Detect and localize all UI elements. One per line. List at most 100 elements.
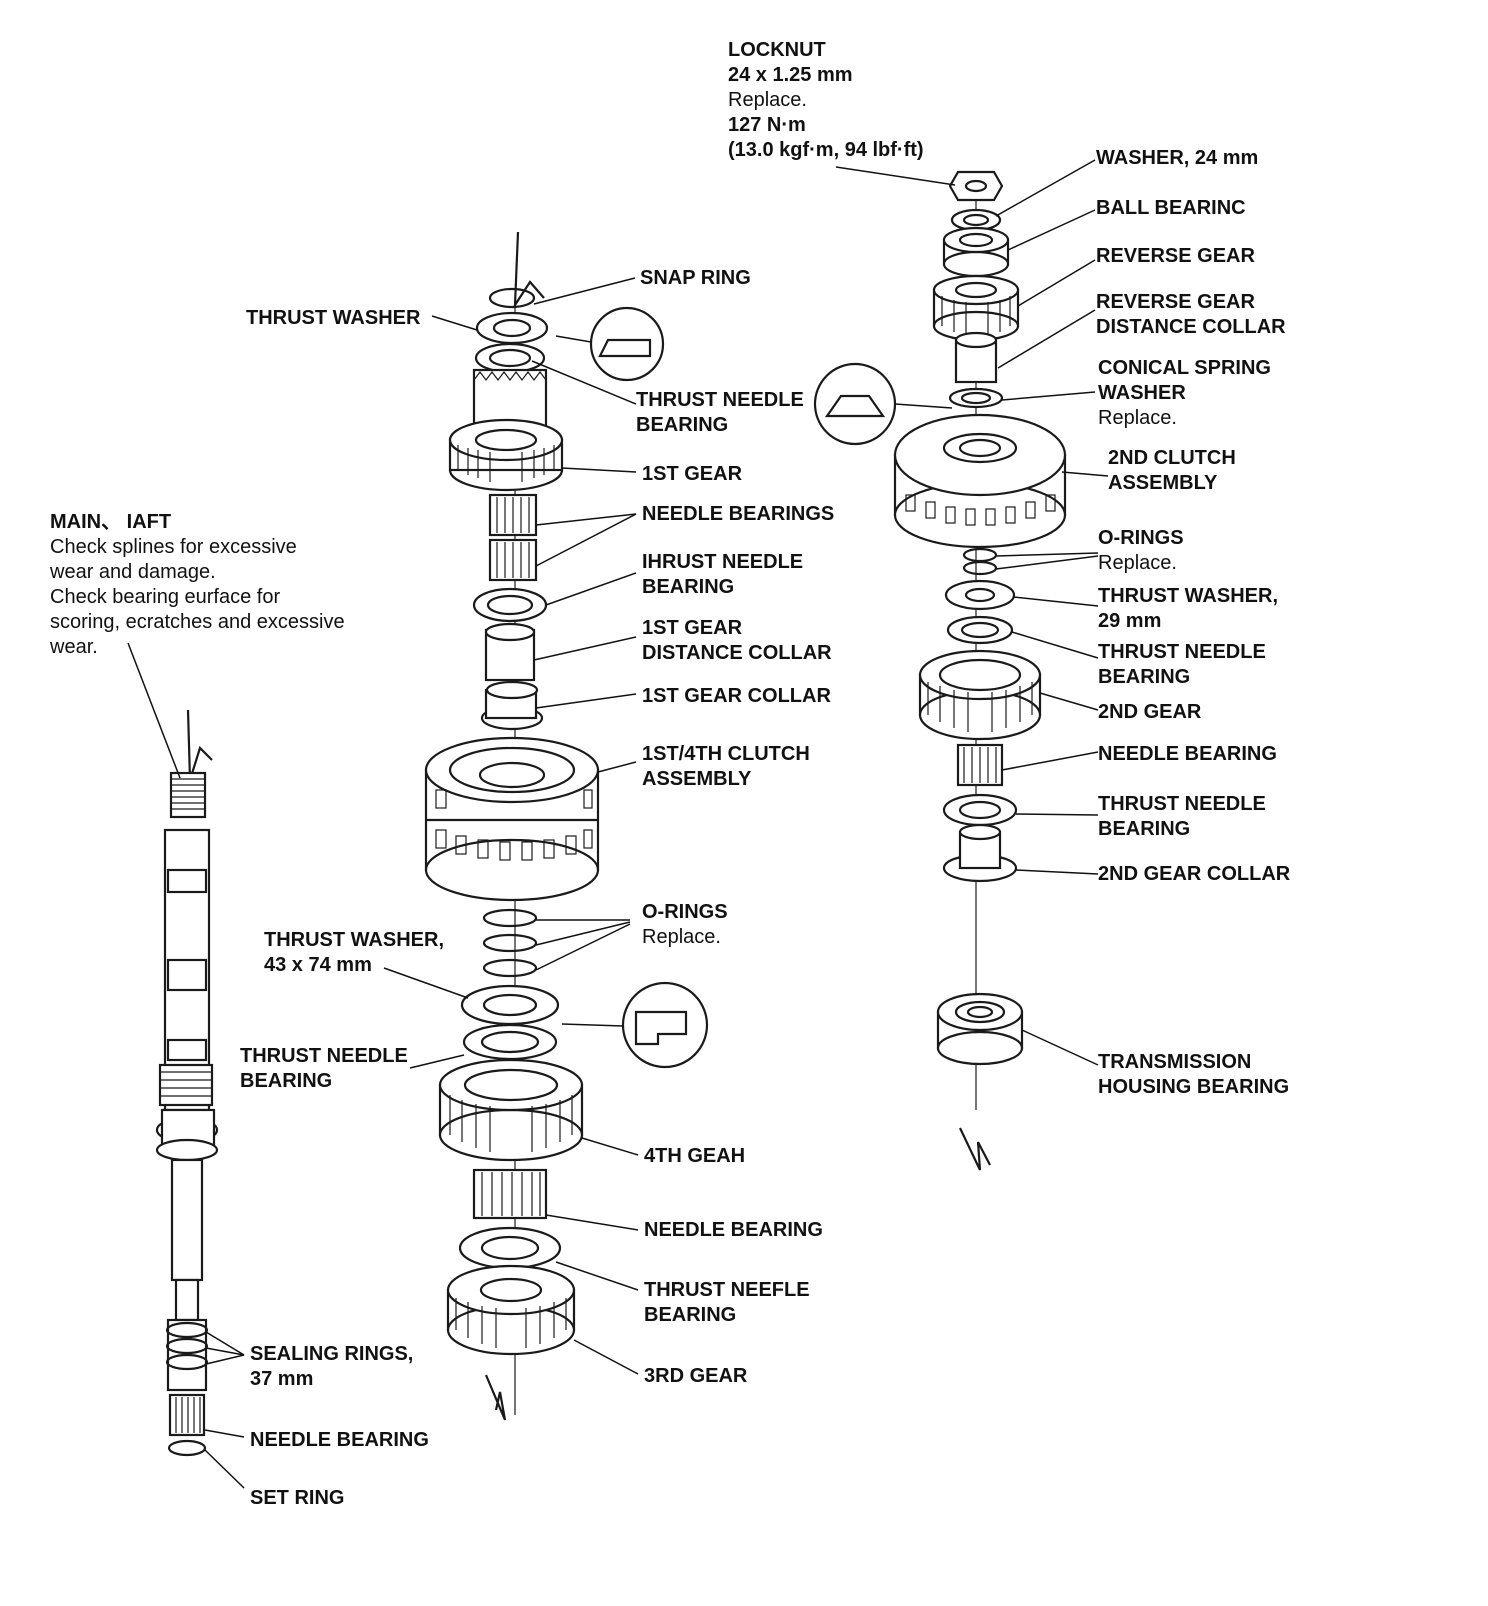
label-2nd-gear: 2ND GEAR [1098, 700, 1201, 725]
label-line: BEARING [240, 1070, 333, 1092]
label-thrust-needle-bearing-bottom: THRUST NEEFLE BEARING [644, 1278, 810, 1328]
label-2nd-gear-collar: 2ND GEAR COLLAR [1098, 862, 1290, 887]
label-line: THRUST NEEDLE [636, 389, 804, 411]
label-thrust-washer-29mm: THRUST WASHER, 29 mm [1098, 584, 1278, 634]
label-line: 24 x 1.25 mm [728, 64, 853, 86]
label-needle-bearing-mid: NEEDLE BEARING [644, 1218, 823, 1243]
label-line: Check bearing eurface for [50, 586, 281, 608]
label-line: IHRUST NEEDLE [642, 551, 804, 573]
label-line: DISTANCE COLLAR [1096, 316, 1286, 338]
label-line: 4TH GEAH [644, 1145, 746, 1167]
label-thrust-needle-bearing-top: THRUST NEEDLE BEARING [636, 388, 804, 438]
label-line: LOCKNUT [728, 39, 826, 61]
label-line: (13.0 kgf·m, 94 lbf·ft) [728, 139, 924, 161]
label-line: REVERSE GEAR [1096, 291, 1255, 313]
thrust-washer-stepped-profile-icon [561, 981, 709, 1069]
label-line: THRUST NEEDLE [1098, 793, 1266, 815]
label-line: 29 mm [1098, 610, 1162, 632]
label-line: THRUST NEEDLE [240, 1045, 408, 1067]
label-line: BALL BEARINC [1096, 197, 1246, 219]
label-line: ASSEMBLY [1108, 472, 1218, 494]
label-line: 37 mm [250, 1368, 314, 1390]
label-line: BEARING [636, 414, 729, 436]
label-line: CONICAL SPRING [1098, 357, 1271, 379]
label-thrust-needle-bearing-right-2: THRUST NEEDLE BEARING [1098, 792, 1266, 842]
label-line: 3RD GEAR [644, 1365, 748, 1387]
label-reverse-gear: REVERSE GEAR [1096, 244, 1255, 269]
label-1st-4th-clutch-assembly: 1ST/4TH CLUTCH ASSEMBLY [642, 742, 810, 792]
label-line: THRUST NEEFLE [644, 1279, 810, 1301]
label-line: THRUST NEEDLE [1098, 641, 1266, 663]
label-line: NEEDLE BEARING [1098, 743, 1277, 765]
label-line: wear. [50, 636, 98, 658]
label-line: BEARING [1098, 666, 1191, 688]
right-stack-parts [893, 170, 1067, 1171]
center-stack-parts [424, 231, 600, 1421]
label-o-rings-mid: O-RINGS Replace. [642, 900, 728, 950]
label-line: 1ST/4TH CLUTCH [642, 743, 810, 765]
label-thrust-washer-43x74mm: THRUST WASHER, 43 x 74 mm [264, 928, 444, 978]
label-line: NEEDLE BEARING [644, 1219, 823, 1241]
label-line: REVERSE GEAR [1096, 245, 1255, 267]
label-locknut: LOCKNUT 24 x 1.25 mm Replace. 127 N·m (1… [728, 38, 924, 163]
label-1st-gear-collar: 1ST GEAR COLLAR [642, 684, 831, 709]
thrust-washer-profile-icon [555, 306, 665, 382]
label-line: SET RING [250, 1487, 345, 1509]
label-line: 2ND CLUTCH [1108, 447, 1236, 469]
label-4th-gear: 4TH GEAH [644, 1144, 745, 1169]
label-reverse-gear-distance-collar: REVERSE GEAR DISTANCE COLLAR [1096, 290, 1286, 340]
label-transmission-housing-bearing: TRANSMISSION HOUSING BEARING [1098, 1050, 1289, 1100]
label-line: NEEDLE BEARINGS [642, 503, 835, 525]
label-line: THRUST WASHER [246, 307, 421, 329]
label-o-rings-right: O-RINGS Replace. [1098, 526, 1184, 576]
label-line: THRUST WASHER, [264, 929, 444, 951]
label-line: 127 N·m [728, 114, 806, 136]
mainshaft-part [155, 709, 219, 1457]
label-ball-bearing: BALL BEARINC [1096, 196, 1246, 221]
label-line: 1ST GEAR [642, 617, 743, 639]
label-washer-24mm: WASHER, 24 mm [1096, 146, 1258, 171]
label-needle-bearing-right: NEEDLE BEARING [1098, 742, 1277, 767]
leader-lines [127, 159, 1109, 1489]
label-3rd-gear: 3RD GEAR [644, 1364, 747, 1389]
label-line: HOUSING BEARING [1098, 1076, 1290, 1098]
label-line: 2ND GEAR COLLAR [1098, 863, 1291, 885]
label-line: O-RINGS [642, 901, 728, 923]
label-line: THRUST WASHER, [1098, 585, 1278, 607]
label-line: NEEDLE BEARING [250, 1429, 429, 1451]
label-line: DISTANCE COLLAR [642, 642, 832, 664]
label-sealing-rings: SEALING RINGS, 37 mm [250, 1342, 413, 1392]
label-line: Replace. [1098, 552, 1177, 574]
conical-washer-profile-icon [813, 362, 953, 446]
label-line: WASHER [1098, 382, 1186, 404]
label-line: 2ND GEAR [1098, 701, 1202, 723]
label-snap-ring: SNAP RING [640, 266, 751, 291]
label-line: TRANSMISSION [1098, 1051, 1252, 1073]
label-2nd-clutch-assembly: 2ND CLUTCH ASSEMBLY [1108, 446, 1236, 496]
label-needle-bearing-left: NEEDLE BEARING [250, 1428, 429, 1453]
label-line: O-RINGS [1098, 527, 1184, 549]
label-mainshaft: MAIN、 IAFT Check splines for excessive w… [50, 510, 345, 660]
label-line: BEARING [644, 1304, 737, 1326]
label-line: Replace. [642, 926, 721, 948]
label-line: Replace. [728, 89, 807, 111]
label-thrust-needle-bearing-low: THRUST NEEDLE BEARING [240, 1044, 408, 1094]
label-conical-spring-washer: CONICAL SPRING WASHER Replace. [1098, 356, 1271, 431]
label-thrust-needle-bearing-mid: IHRUST NEEDLE BEARING [642, 550, 803, 600]
label-thrust-needle-bearing-right-1: THRUST NEEDLE BEARING [1098, 640, 1266, 690]
label-line: WASHER, 24 mm [1096, 147, 1259, 169]
label-1st-gear: 1ST GEAR [642, 462, 742, 487]
label-line: SEALING RINGS, [250, 1343, 414, 1365]
label-line: 1ST GEAR COLLAR [642, 685, 831, 707]
label-line: BEARING [1098, 818, 1191, 840]
label-line: 43 x 74 mm [264, 954, 372, 976]
label-line: BEARING [642, 576, 735, 598]
label-thrust-washer-top: THRUST WASHER [246, 306, 420, 331]
label-line: Replace. [1098, 407, 1177, 429]
label-line: wear and damage. [50, 561, 216, 583]
label-set-ring: SET RING [250, 1486, 344, 1511]
label-line: SNAP RING [640, 267, 751, 289]
label-line: MAIN、 IAFT [50, 511, 172, 533]
